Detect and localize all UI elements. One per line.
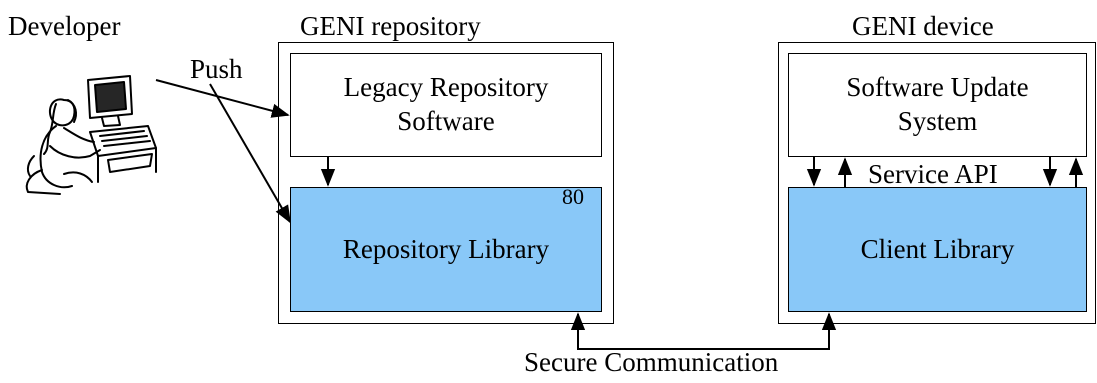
client-library-box: Client Library	[788, 187, 1087, 312]
push-arrow-to-legacy	[155, 79, 290, 118]
developer-label: Developer	[8, 11, 121, 41]
software-update-system-box: Software Update System	[788, 53, 1087, 157]
legacy-line-1: Legacy Repository	[343, 72, 549, 103]
legacy-repository-software-box: Legacy Repository Software	[290, 53, 602, 157]
repository-library-box: Repository Library	[290, 187, 602, 312]
service-api-label: Service API	[868, 159, 998, 189]
update-line-2: System	[897, 106, 978, 136]
developer-at-computer-icon	[25, 75, 157, 195]
update-line-1: Software Update	[846, 72, 1029, 103]
secure-communication-link	[570, 312, 837, 350]
client-library-label: Client Library	[860, 233, 1015, 264]
repository-container	[278, 42, 614, 324]
legacy-line-2: Software	[397, 106, 495, 136]
repository-title: GENI repository	[300, 11, 481, 41]
device-container	[778, 42, 1096, 324]
page-number: 80	[562, 184, 584, 209]
push-label: Push	[190, 54, 243, 84]
secure-communication-label: Secure Communication	[524, 347, 779, 377]
push-arrow-to-library	[209, 83, 291, 224]
repository-library-label: Repository Library	[342, 233, 550, 264]
device-title: GENI device	[852, 11, 994, 41]
